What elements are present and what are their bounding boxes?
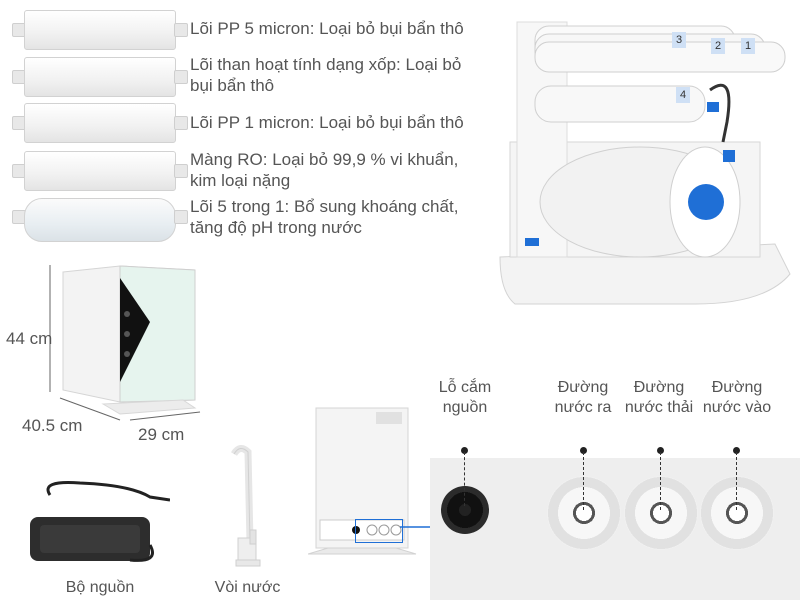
cartridge-number-3: 3 (672, 32, 686, 48)
water-in-leader-dot (733, 447, 740, 454)
cartridge-number-2: 2 (711, 38, 725, 54)
filter-5-label: Lõi 5 trong 1: Bổ sung khoáng chất, tăng… (190, 197, 459, 237)
filter-4-label: Màng RO: Loại bỏ 99,9 % vi khuẩn, kim lo… (190, 150, 459, 190)
water-out-leader-dot (580, 447, 587, 454)
power-socket-label: Lỗ cắm nguồn (438, 379, 492, 416)
waste-water-leader-dot (657, 447, 664, 454)
water-in-port-image (700, 476, 774, 550)
waste-water-port-image (624, 476, 698, 550)
depth-dimension: 40.5 cm (22, 416, 83, 435)
water-in-label: Đường nước vào (702, 379, 772, 416)
filter-cartridge-4-image (12, 151, 188, 191)
zoom-highlight-box (355, 519, 403, 543)
filter-1-label: Lõi PP 5 micron: Loại bỏ bụi bẩn thô (190, 19, 464, 38)
zoom-connector-line (400, 526, 434, 528)
water-out-label: Đường nước ra (554, 379, 612, 416)
dimension-lines (49, 265, 201, 421)
filter-cartridge-5-image (12, 198, 188, 242)
height-dimension: 44 cm (6, 329, 53, 348)
filter-machine-back-image (308, 407, 417, 555)
power-supply-caption: Bộ nguồn (65, 579, 135, 596)
waste-water-label: Đường nước thải (624, 379, 694, 416)
width-dimension: 29 cm (138, 425, 185, 444)
filter-cartridge-2-image (12, 57, 188, 97)
power-supply-image (30, 481, 170, 562)
power-socket-image (441, 486, 489, 534)
cartridge-number-1: 1 (741, 38, 755, 54)
filter-cartridge-3-image (12, 103, 188, 143)
faucet-caption: Vòi nước (214, 579, 281, 596)
filter-2-label: Lõi than hoạt tính dạng xốp: Loại bỏ bụi… (190, 55, 462, 95)
cartridge-number-4: 4 (676, 87, 690, 103)
filter-3-label: Lõi PP 1 micron: Loại bỏ bụi bẩn thô (190, 113, 464, 132)
power-socket-leader-line (464, 452, 466, 506)
water-out-leader-line (583, 452, 585, 510)
filter-cartridge-1-image (12, 10, 188, 50)
water-out-port-image (547, 476, 621, 550)
waste-water-leader-line (660, 452, 662, 510)
filter-system-internal-image (499, 21, 791, 305)
power-socket-leader-dot (461, 447, 468, 454)
water-in-leader-line (736, 452, 738, 510)
filter-machine-front-image (62, 265, 197, 415)
faucet-image (230, 445, 261, 567)
